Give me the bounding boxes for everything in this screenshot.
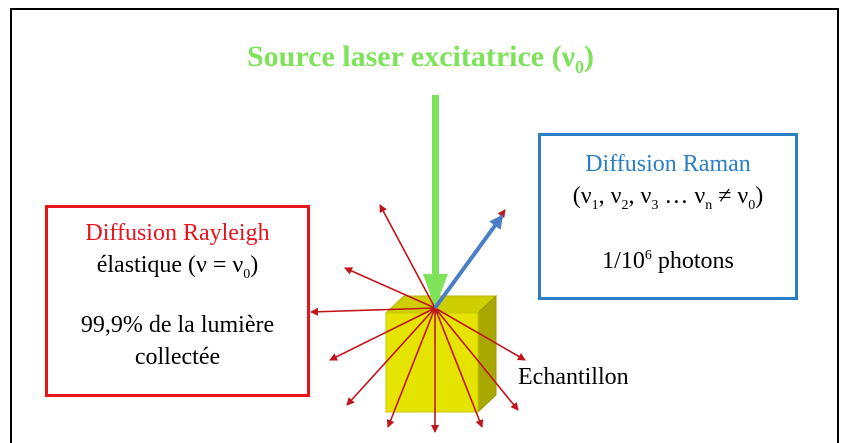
raman-frequencies-label: (ν1, ν2, ν3 … νn ≠ ν0) bbox=[572, 183, 764, 213]
raman-scatter-arrow bbox=[433, 214, 504, 310]
raman-photon-ratio-label: 1/106 photons bbox=[602, 247, 734, 274]
scatter-arrow bbox=[434, 307, 526, 361]
raman-box: Diffusion Raman (ν1, ν2, ν3 … νn ≠ ν0) 1… bbox=[538, 133, 798, 300]
laser-source-title: Source laser excitatrice (ν0) bbox=[247, 40, 594, 77]
scatter-arrow bbox=[386, 307, 436, 428]
sample-cube bbox=[384, 294, 498, 414]
rayleigh-scatter-arrows bbox=[310, 204, 526, 433]
scatter-arrow bbox=[329, 307, 436, 361]
scatter-arrow bbox=[346, 307, 436, 406]
sample-cube-side bbox=[477, 294, 497, 414]
sample-label: Echantillon bbox=[518, 364, 629, 390]
scatter-arrow bbox=[310, 307, 436, 316]
rayleigh-percentage-label: 99,9% de la lumière bbox=[80, 311, 275, 338]
laser-beam bbox=[423, 95, 448, 308]
rayleigh-collected-label: collectée bbox=[134, 343, 221, 370]
scatter-arrow bbox=[434, 307, 484, 428]
rayleigh-heading: Diffusion Rayleigh bbox=[85, 220, 270, 246]
laser-beam-arrowhead bbox=[423, 274, 448, 308]
rayleigh-elastic-label: élastique (ν = ν0) bbox=[96, 252, 259, 282]
scatter-arrow bbox=[434, 307, 519, 411]
scatter-arrow bbox=[344, 267, 436, 309]
raman-heading: Diffusion Raman bbox=[585, 151, 751, 177]
rayleigh-box: Diffusion Rayleigh élastique (ν = ν0) 99… bbox=[45, 205, 310, 397]
laser-beam-shaft bbox=[432, 95, 439, 275]
scatter-arrow bbox=[379, 204, 436, 309]
